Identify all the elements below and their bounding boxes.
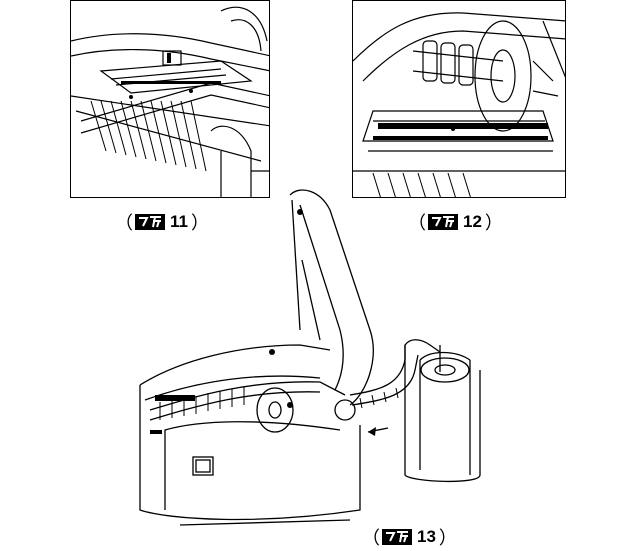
figure-label-icon — [135, 214, 165, 230]
figure-number: 11 — [170, 212, 188, 231]
figure-12-illustration — [352, 0, 566, 198]
open-paren: （ — [115, 213, 133, 233]
close-paren: ） — [438, 528, 457, 548]
open-paren: （ — [362, 528, 380, 548]
figure-number: 12 — [463, 212, 482, 231]
figure-number: 13 — [417, 527, 436, 546]
roll-holder-closeup-drawing — [353, 12, 565, 197]
open-paren: （ — [408, 213, 426, 233]
figure-11-caption: （ 11 ） — [115, 209, 209, 235]
figure-11-illustration — [70, 0, 270, 198]
close-paren: ） — [484, 213, 503, 233]
figure-label-icon — [428, 214, 458, 230]
figure-label-icon — [382, 529, 412, 545]
figure-13-caption: （ 13 ） — [362, 524, 457, 550]
printhead-closeup-drawing — [71, 6, 269, 197]
close-paren: ） — [190, 213, 209, 233]
figure-12-caption: （ 12 ） — [408, 209, 503, 235]
